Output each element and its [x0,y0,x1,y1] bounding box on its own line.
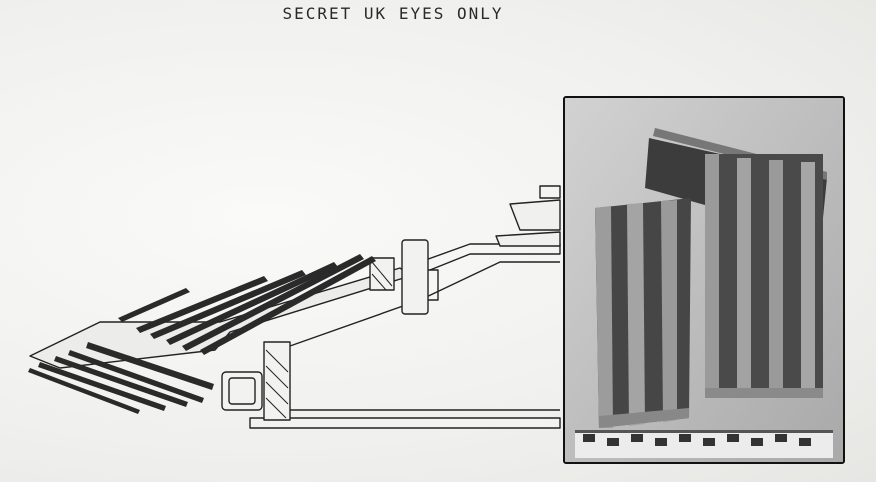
box-section [221,371,263,411]
scale-ruler [575,430,833,458]
cupola [509,199,561,231]
hull-outline [419,243,561,271]
inner-frame [289,261,560,411]
bulkhead [263,341,291,421]
photo-inset [563,96,845,464]
lower-slats [28,342,214,414]
panel-photo [565,98,843,462]
hull-floor [249,417,561,429]
classification-marking: SECRET UK EYES ONLY [282,4,504,23]
right-slatted-panel [705,154,823,398]
left-slatted-panel [595,198,691,428]
upper-slats [118,254,376,355]
upper-fitting [401,239,429,315]
